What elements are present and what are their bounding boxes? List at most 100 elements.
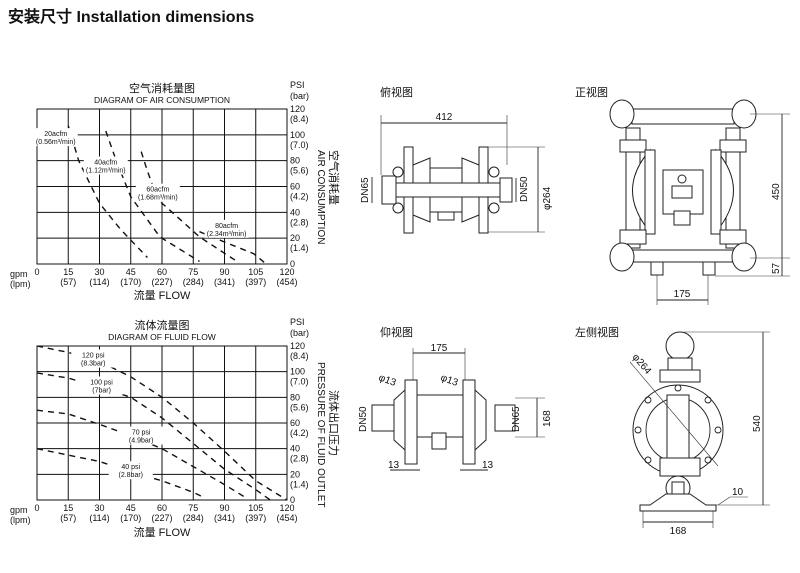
x-axis-label: 流量 FLOW — [134, 525, 191, 539]
y-tick-label: 60 — [290, 182, 300, 192]
x-tick-label: 0 — [34, 267, 39, 277]
x-tick-lpm-label: (170) — [120, 513, 141, 523]
x-tick-label: 15 — [63, 503, 73, 513]
dim-height: 540 — [752, 415, 763, 432]
x-tick-label: 0 — [34, 503, 39, 513]
y-axis-label-cn: 流体出口压力 — [327, 390, 341, 456]
dim-height: 450 — [771, 183, 782, 200]
dim-diameter: φ264 — [542, 186, 553, 210]
chart-subtitle: DIAGRAM OF FLUID FLOW — [108, 332, 216, 342]
x-tick-label: 45 — [126, 503, 136, 513]
series-label: 40acfm — [94, 160, 117, 167]
series-label: 60acfm — [146, 187, 169, 194]
y-unit-bar: (bar) — [290, 328, 309, 338]
y-axis-label-en: PRESSURE OF FLUID OUTLET — [315, 362, 326, 508]
x-tick-label: 15 — [63, 267, 73, 277]
series-label: 120 psi — [82, 353, 105, 360]
dim-outlet: DN50 — [519, 176, 530, 202]
x-axis-label: 流量 FLOW — [134, 288, 191, 302]
y-tick-bar-label: (7.0) — [290, 140, 309, 150]
x-tick-lpm-label: (397) — [245, 277, 266, 287]
y-tick-bar-label: (2.8) — [290, 217, 309, 227]
dim-width: 412 — [436, 112, 453, 123]
x-tick-lpm-label: (227) — [151, 277, 172, 287]
x-unit-gpm: gpm — [10, 269, 28, 279]
dim-feet: 175 — [674, 289, 691, 300]
dim-hole-left: φ13 — [377, 372, 398, 389]
series-label: 70 psi — [132, 430, 151, 437]
series-label: 40 psi — [121, 464, 140, 471]
dim-diameter: φ264 — [630, 352, 654, 377]
series-label-bg — [83, 156, 128, 175]
y-tick-label: 20 — [290, 233, 300, 243]
y-tick-bar-label: (4.2) — [290, 428, 309, 438]
y-tick-label: 120 — [290, 104, 305, 114]
x-tick-lpm-label: (170) — [120, 277, 141, 287]
x-tick-label: 90 — [219, 503, 229, 513]
dim-hole-right: φ13 — [439, 372, 460, 389]
y-tick-label: 20 — [290, 469, 300, 479]
bottom-view-drawing: 仰视图 175 φ13 φ13 DN50 DN65 168 13 13 — [358, 325, 553, 471]
view-title: 正视图 — [575, 85, 608, 99]
x-tick-label: 105 — [248, 267, 263, 277]
dim-inlet: DN65 — [360, 177, 371, 203]
y-tick-label: 120 — [290, 341, 305, 351]
fluid-flow-chart: 流体流量图 DIAGRAM OF FLUID FLOW PSI (bar) gp… — [10, 317, 341, 539]
series-label: 80acfm — [215, 223, 238, 230]
front-view-drawing: 正视图 450 57 175 — [575, 85, 790, 305]
x-tick-lpm-label: (284) — [183, 513, 204, 523]
series-sublabel: (2.34m³/min) — [207, 231, 247, 238]
y-unit-psi: PSI — [290, 80, 305, 90]
series-label: 100 psi — [90, 380, 113, 387]
series-label-bg — [119, 426, 164, 445]
y-tick-bar-label: (1.4) — [290, 479, 309, 489]
y-tick-label: 80 — [290, 156, 300, 166]
series-sublabel: (7bar) — [92, 388, 111, 395]
x-tick-label: 30 — [94, 503, 104, 513]
page-title: 安装尺寸 Installation dimensions — [8, 7, 254, 26]
view-title: 左侧视图 — [575, 325, 619, 339]
y-tick-bar-label: (8.4) — [290, 114, 309, 124]
y-tick-label: 100 — [290, 130, 305, 140]
x-unit-gpm: gpm — [10, 505, 28, 515]
y-tick-label: 80 — [290, 392, 300, 402]
y-tick-bar-label: (8.4) — [290, 351, 309, 361]
x-tick-lpm-label: (284) — [183, 277, 204, 287]
chart-title: 流体流量图 — [135, 318, 190, 332]
x-tick-label: 120 — [279, 503, 294, 513]
series-sublabel: (4.9bar) — [129, 438, 154, 445]
top-view-drawing: 俯视图 412 DN65 DN50 φ264 — [360, 85, 553, 234]
x-tick-lpm-label: (341) — [214, 513, 235, 523]
dim-foot: 10 — [732, 487, 744, 498]
series-label: 20acfm — [44, 131, 67, 138]
side-view-drawing: 左侧视图 φ264 540 10 168 — [575, 325, 770, 537]
y-tick-bar-label: (5.6) — [290, 402, 309, 412]
view-title: 仰视图 — [380, 325, 413, 339]
x-tick-label: 60 — [157, 267, 167, 277]
x-tick-label: 60 — [157, 503, 167, 513]
dim-edge-left: 13 — [388, 460, 400, 471]
series-sublabel: (8.3bar) — [81, 361, 106, 368]
series-sublabel: (0.56m³/min) — [36, 139, 76, 146]
series-label-bg — [33, 128, 78, 147]
series-line — [140, 151, 238, 262]
x-tick-lpm-label: (114) — [89, 513, 109, 523]
x-tick-lpm-label: (341) — [214, 277, 235, 287]
y-tick-bar-label: (4.2) — [290, 192, 309, 202]
series-label-bg — [71, 349, 116, 368]
y-tick-label: 0 — [290, 495, 295, 505]
dim-spacing: 175 — [431, 343, 448, 354]
series-line — [67, 125, 148, 258]
series-label-bg — [204, 219, 249, 238]
x-tick-lpm-label: (114) — [89, 277, 109, 287]
x-tick-lpm-label: (57) — [60, 513, 76, 523]
series-line — [36, 345, 288, 501]
x-tick-label: 45 — [126, 267, 136, 277]
series-sublabel: (1.68m³/min) — [138, 195, 178, 202]
y-tick-label: 40 — [290, 444, 300, 454]
x-tick-label: 75 — [188, 503, 198, 513]
y-unit-psi: PSI — [290, 317, 305, 327]
dim-depth: 168 — [542, 410, 553, 427]
x-tick-label: 30 — [94, 267, 104, 277]
